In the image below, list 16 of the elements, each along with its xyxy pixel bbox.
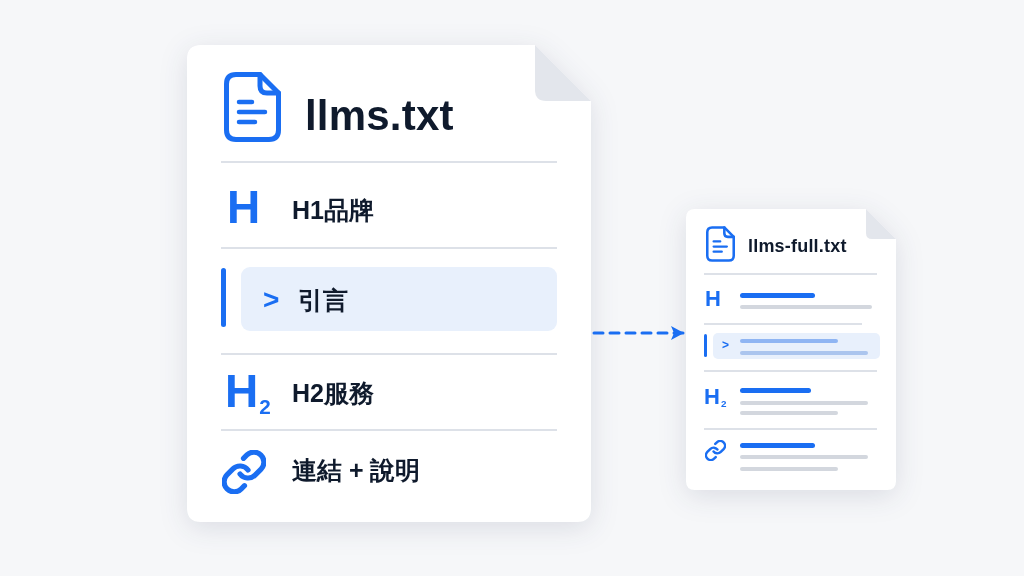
- document-card: [686, 209, 896, 490]
- quote-label: 引言: [298, 284, 348, 316]
- quote-marker: >: [722, 337, 729, 353]
- file-name: llms.txt: [305, 90, 454, 141]
- document-card: [187, 45, 591, 522]
- file-name: llms-full.txt: [748, 234, 847, 258]
- quote-block: [713, 333, 880, 359]
- heading-marker: H$_{2}$: [704, 383, 727, 411]
- quote-marker: >: [263, 282, 280, 317]
- heading-label: H1品牌: [292, 194, 374, 226]
- heading-marker: H: [705, 285, 721, 313]
- heading-marker: H: [227, 180, 261, 235]
- dashed-arrow: [592, 326, 685, 340]
- heading-label: H2服務: [292, 377, 374, 409]
- heading-marker: H$_{2}$: [225, 364, 271, 420]
- link-label: 連結 + 說明: [292, 454, 421, 486]
